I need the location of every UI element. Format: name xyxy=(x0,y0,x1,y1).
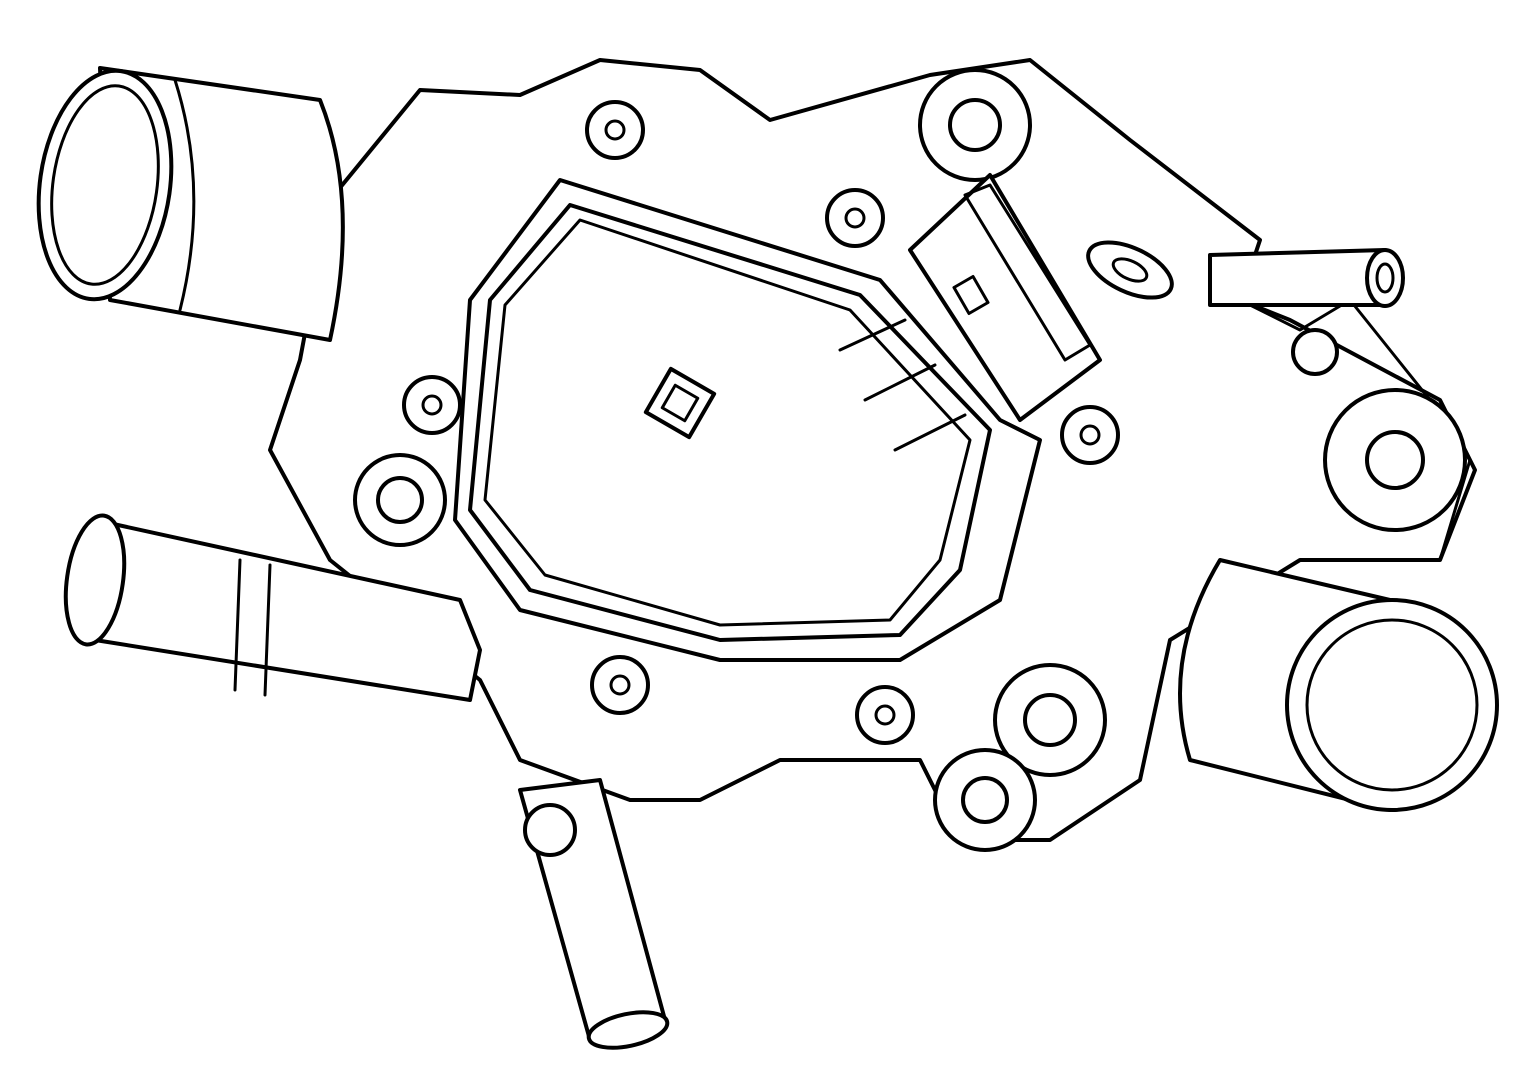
vent-hole xyxy=(1111,257,1149,283)
electrical-connector xyxy=(908,173,1102,422)
torx-icon xyxy=(874,704,896,726)
bolt xyxy=(855,685,915,745)
bolt xyxy=(1060,405,1120,465)
upper-left-pipe-bore xyxy=(50,84,160,286)
torx-icon xyxy=(604,119,626,141)
cover-square-mark-inner xyxy=(660,383,700,423)
bolt xyxy=(590,655,650,715)
pipe-bead xyxy=(263,563,272,697)
bottom-pipe-boss xyxy=(523,803,577,857)
upper-left-pipe-mouth xyxy=(36,68,174,302)
torx-icon xyxy=(421,394,443,416)
mount-hole xyxy=(1023,693,1077,747)
small-tube-end xyxy=(1365,248,1405,308)
bolt xyxy=(402,375,462,435)
cover xyxy=(468,203,992,642)
mount-hole xyxy=(948,98,1002,152)
bolt xyxy=(585,100,645,160)
torx-icon xyxy=(1079,424,1101,446)
torx-icon xyxy=(609,674,631,696)
vent-fitting xyxy=(1086,240,1174,300)
connector-key xyxy=(952,275,990,315)
small-tube xyxy=(1208,248,1387,307)
mount-hole xyxy=(1291,328,1339,376)
bolt xyxy=(825,188,885,248)
mount-hole xyxy=(376,476,424,524)
right-pipe-bore xyxy=(1305,618,1479,792)
torx-icon xyxy=(844,207,866,229)
cover-square-mark xyxy=(643,366,717,440)
right-pipe-mouth xyxy=(1285,598,1499,812)
connector-latch xyxy=(963,183,1092,362)
lower-left-pipe-mouth xyxy=(63,513,127,647)
bolts xyxy=(402,100,1120,745)
pipe-bead xyxy=(233,558,242,692)
pipe-bead xyxy=(173,78,196,312)
cover-plate xyxy=(483,218,972,627)
small-tube-bore xyxy=(1375,262,1395,294)
mount-hole xyxy=(1365,430,1425,490)
bottom-pipe-mouth xyxy=(586,1010,670,1050)
mount-hole xyxy=(961,776,1009,824)
connector-pins xyxy=(838,318,967,452)
